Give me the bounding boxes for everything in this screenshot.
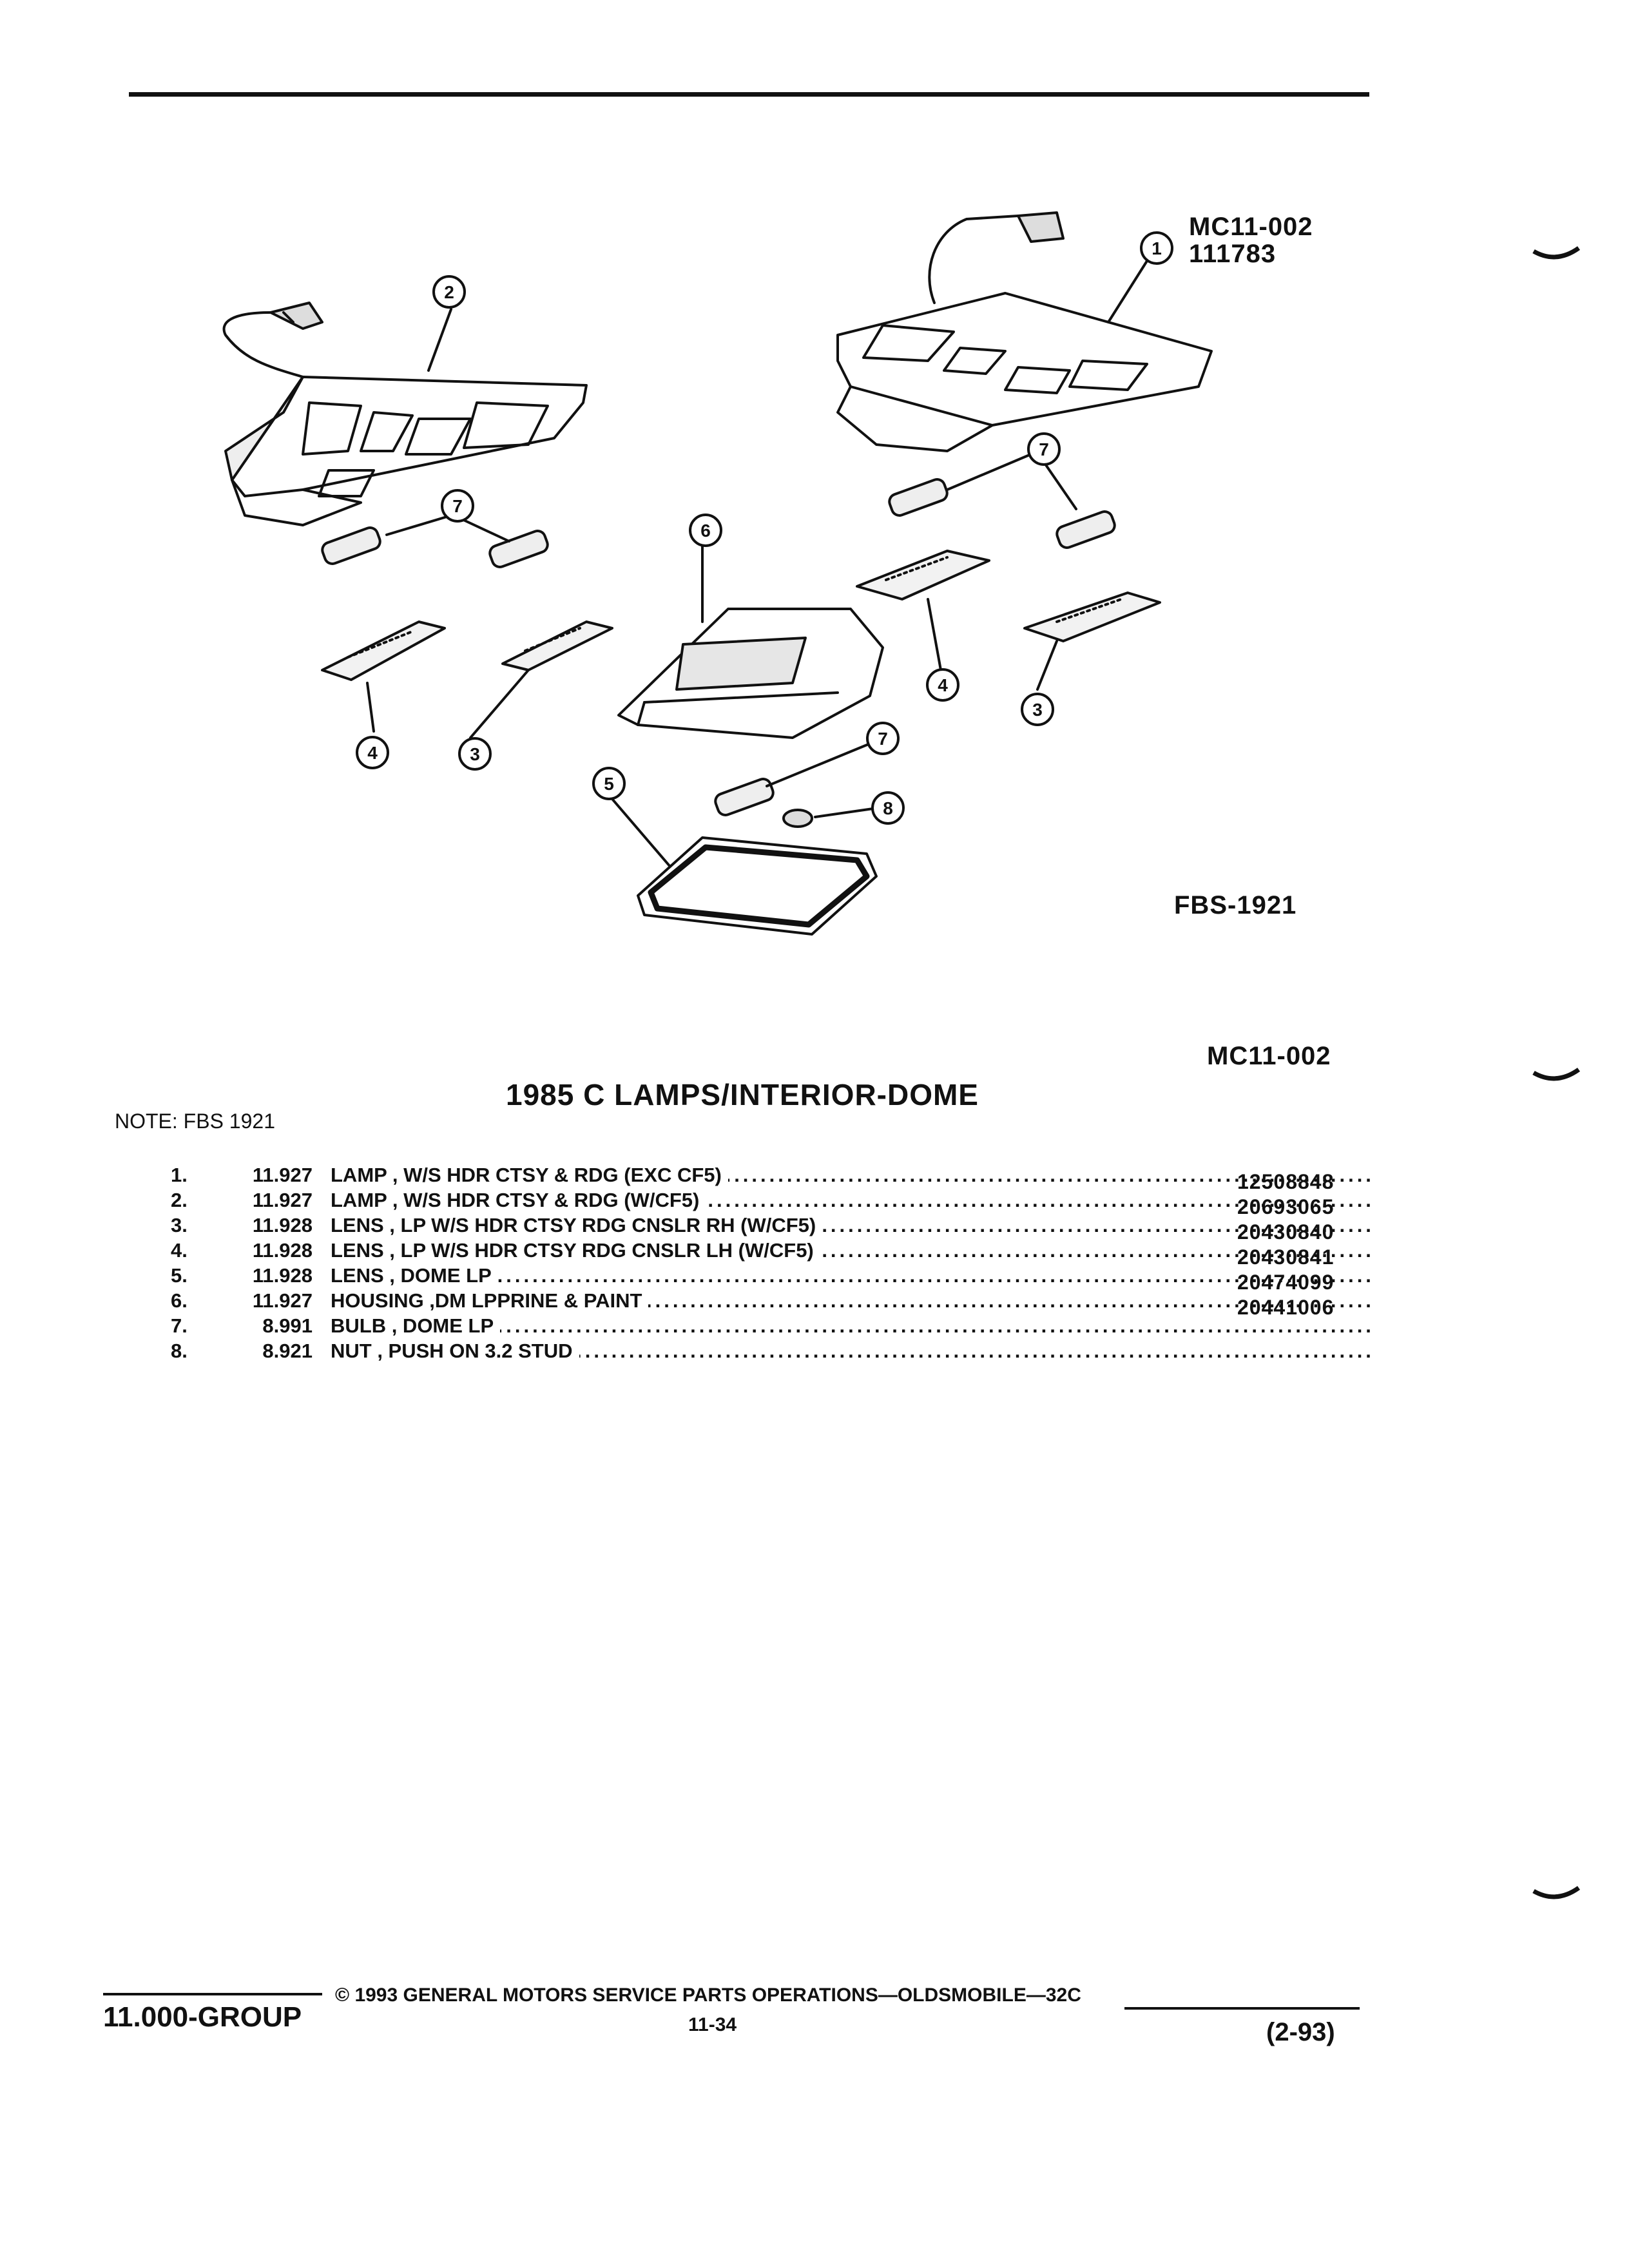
parts-row: 6. 11.927 ..............................…	[171, 1289, 1371, 1319]
leader-dots: ........................................…	[331, 1264, 1371, 1287]
push-nut	[782, 809, 813, 828]
part-description: BULB , DOME LP	[331, 1314, 501, 1338]
lens-left-rh	[501, 620, 613, 671]
parts-list: 1. 11.927 ..............................…	[171, 1164, 1371, 1365]
parts-row: 4. 11.928 ..............................…	[171, 1239, 1371, 1269]
callout-8: 8	[883, 798, 893, 818]
item-number: 8.	[171, 1340, 188, 1362]
parts-row: 3. 11.928 ..............................…	[171, 1214, 1371, 1244]
callout-2: 2	[444, 282, 454, 302]
part-number: 20430840	[1237, 1220, 1335, 1244]
part-description: LENS , LP W/S HDR CTSY RDG CNSLR LH (W/C…	[331, 1239, 820, 1262]
top-rule	[129, 92, 1369, 97]
parts-row: 8. 8.921 ...............................…	[171, 1340, 1371, 1365]
edge-mark-3	[1532, 1886, 1581, 1899]
footer-rule-left	[103, 1993, 322, 1995]
part-description: LAMP , W/S HDR CTSY & RDG (W/CF5)	[331, 1189, 706, 1212]
part-description: NUT , PUSH ON 3.2 STUD	[331, 1340, 579, 1363]
parts-diagram: 1 2 7 7 6 4 3 4 3 7 8 5	[222, 211, 1213, 936]
callout-7c: 7	[878, 729, 888, 749]
edge-mark-2	[1532, 1068, 1581, 1081]
parts-row: 7. 8.991 ...............................…	[171, 1314, 1371, 1340]
dome-lens	[637, 836, 878, 936]
footer-rule-right	[1124, 2007, 1360, 2010]
item-number: 5.	[171, 1264, 188, 1287]
footer-group: 11.000-GROUP	[103, 2001, 302, 2033]
item-number: 6.	[171, 1289, 188, 1312]
part-number: 20430841	[1237, 1245, 1335, 1269]
part-description: HOUSING ,DM LPPRINE & PAINT	[331, 1289, 649, 1312]
parts-row: 1. 11.927 ..............................…	[171, 1164, 1371, 1193]
item-number: 7.	[171, 1314, 188, 1337]
callout-4b: 4	[938, 675, 948, 695]
callout-5: 5	[604, 774, 614, 794]
parts-row: 5. 11.928 ..............................…	[171, 1264, 1371, 1294]
section-note: NOTE: FBS 1921	[115, 1110, 275, 1133]
part-number: 20693065	[1237, 1195, 1335, 1218]
item-number: 2.	[171, 1189, 188, 1211]
group-number: 11.928	[252, 1214, 313, 1236]
lens-left-lh	[321, 620, 446, 681]
group-number: 11.927	[252, 1189, 313, 1211]
lamp-assembly-right	[836, 211, 1213, 452]
bulb-left-2	[488, 530, 549, 568]
callout-3a: 3	[470, 744, 480, 764]
callout-1: 1	[1152, 238, 1162, 258]
callout-7b: 7	[1039, 439, 1049, 459]
lens-right-rh	[1023, 591, 1161, 642]
edge-mark-1	[1532, 246, 1581, 260]
bulb-center	[714, 778, 775, 816]
item-number: 3.	[171, 1214, 188, 1236]
callout-6: 6	[700, 521, 711, 541]
callout-3b: 3	[1032, 700, 1043, 720]
part-description: LENS , LP W/S HDR CTSY RDG CNSLR RH (W/C…	[331, 1214, 823, 1237]
footer-page-number: 11-34	[688, 2014, 737, 2035]
item-number: 4.	[171, 1239, 188, 1262]
diagram-number: 111783	[1189, 240, 1277, 268]
section-title: 1985 C LAMPS/INTERIOR-DOME	[506, 1078, 979, 1111]
bulb-right-2	[1055, 510, 1116, 549]
group-number: 8.921	[262, 1340, 313, 1362]
group-number: 8.991	[262, 1314, 313, 1337]
bulb-right-1	[888, 478, 949, 517]
part-description: LENS , DOME LP	[331, 1264, 498, 1287]
diagram-code: MC11-002	[1189, 213, 1313, 241]
section-code: MC11-002	[1207, 1042, 1331, 1070]
group-number: 11.927	[252, 1289, 313, 1312]
bulb-left-1	[321, 526, 381, 565]
item-number: 1.	[171, 1164, 188, 1186]
part-description: LAMP , W/S HDR CTSY & RDG (EXC CF5)	[331, 1164, 728, 1187]
fbs-code: FBS-1921	[1174, 891, 1297, 919]
footer-date: (2-93)	[1266, 2018, 1335, 2046]
part-number: 12508848	[1237, 1170, 1335, 1193]
group-number: 11.927	[252, 1164, 313, 1186]
dome-housing	[617, 608, 884, 739]
footer-copyright: © 1993 GENERAL MOTORS SERVICE PARTS OPER…	[335, 1984, 1081, 2006]
callout-4a: 4	[367, 743, 378, 763]
callout-7a: 7	[452, 496, 463, 516]
lens-right-lh	[856, 550, 990, 601]
lamp-assembly-left	[222, 302, 588, 526]
part-number: 20474099	[1237, 1271, 1335, 1294]
group-number: 11.928	[252, 1239, 313, 1262]
group-number: 11.928	[252, 1264, 313, 1287]
leader-dots: ........................................…	[331, 1314, 1371, 1337]
part-number: 20441006	[1237, 1296, 1335, 1319]
parts-row: 2. 11.927 ..............................…	[171, 1189, 1371, 1218]
